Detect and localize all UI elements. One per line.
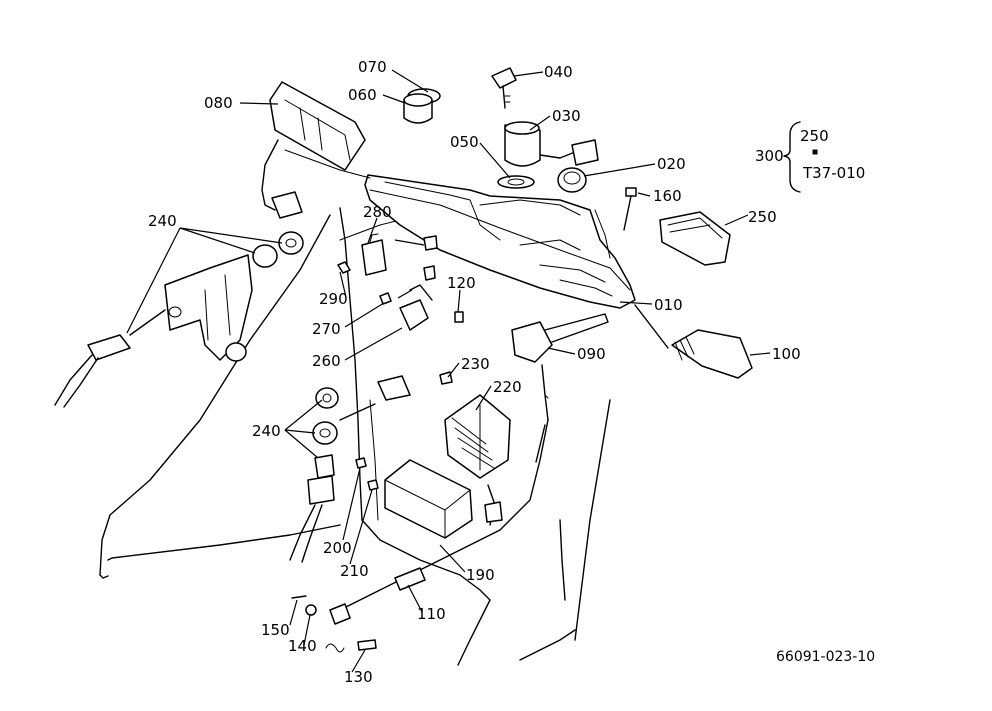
label-250: 250 — [748, 208, 777, 226]
label-100: 100 — [772, 345, 801, 363]
label-240-upper: 240 — [148, 212, 177, 230]
label-020: 020 — [657, 155, 686, 173]
assembly-note: 300 250 T37-010 — [755, 127, 865, 182]
label-240-lower: 240 — [252, 422, 281, 440]
label-280: 280 — [363, 203, 392, 221]
label-290: 290 — [319, 290, 348, 308]
label-220: 220 — [493, 378, 522, 396]
body-panel — [99, 207, 611, 666]
label-080: 080 — [204, 94, 233, 112]
electrical-modules — [355, 371, 511, 539]
label-160: 160 — [653, 187, 682, 205]
part-labels: 070 060 080 040 030 050 020 160 250 010 … — [148, 58, 801, 686]
label-190: 190 — [466, 566, 495, 584]
meter-assembly — [261, 81, 371, 219]
label-010: 010 — [654, 296, 683, 314]
label-130: 130 — [344, 668, 373, 686]
label-030: 030 — [552, 107, 581, 125]
label-150: 150 — [261, 621, 290, 639]
leader-lines — [126, 69, 771, 673]
label-090: 090 — [577, 345, 606, 363]
throttle-cable — [291, 419, 549, 653]
relay-brackets — [337, 233, 464, 421]
assembly-item-a: 250 — [800, 127, 829, 145]
label-140: 140 — [288, 637, 317, 655]
assembly-item-b: T37-010 — [802, 164, 865, 182]
label-050: 050 — [450, 133, 479, 151]
label-120: 120 — [447, 274, 476, 292]
assembly-number: 300 — [755, 147, 784, 165]
label-210: 210 — [340, 562, 369, 580]
rotary-switch-lower — [289, 387, 339, 563]
rotary-switch-left — [54, 231, 304, 408]
label-270: 270 — [312, 320, 341, 338]
label-230: 230 — [461, 355, 490, 373]
dashboard-panel — [364, 174, 636, 309]
throttle-lever — [511, 313, 609, 421]
label-200: 200 — [323, 539, 352, 557]
label-040: 040 — [544, 63, 573, 81]
label-110: 110 — [417, 605, 446, 623]
lamp-and-knob — [634, 211, 753, 379]
label-070: 070 — [358, 58, 387, 76]
drawing-number: 66091-023-10 — [776, 649, 875, 665]
label-260: 260 — [312, 352, 341, 370]
assembly-brace — [783, 121, 818, 193]
key-switch-parts — [403, 67, 637, 231]
label-060: 060 — [348, 86, 377, 104]
